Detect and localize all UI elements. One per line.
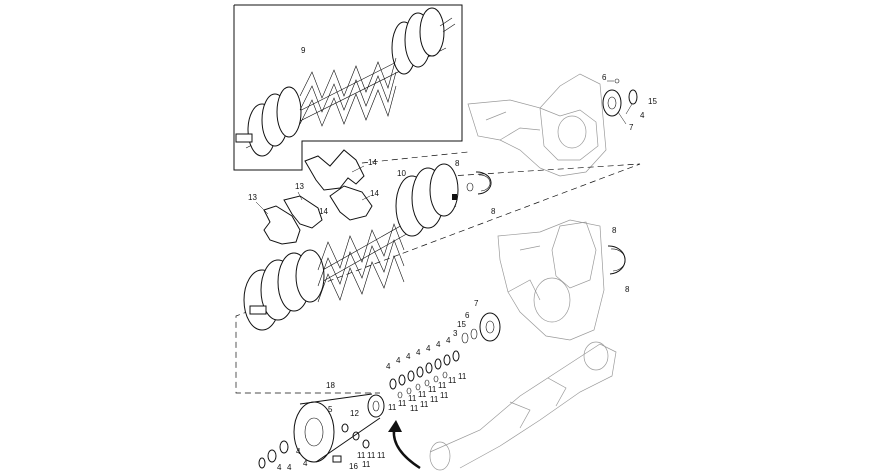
callout: 11 <box>388 403 397 412</box>
callout: 12 <box>350 409 359 418</box>
split-ring-lower <box>607 245 626 275</box>
callout: 6 <box>465 311 470 320</box>
housing-upper-ghost <box>467 73 607 177</box>
callout: 6 <box>602 73 607 82</box>
callout: 11 <box>367 451 376 460</box>
auger-assembly-main <box>243 163 459 331</box>
callout: 15 <box>648 97 657 106</box>
callout: 11 <box>430 395 439 404</box>
bearing-flange-lower <box>461 312 501 344</box>
callout: 11 <box>418 390 427 399</box>
bearing-flange-upper <box>602 78 638 125</box>
callout: 14 <box>370 189 379 198</box>
callout-labels: 9 6 15 4 7 8 8 14 10 13 13 14 14 8 8 7 6… <box>248 46 657 472</box>
callout: 7 <box>629 123 634 132</box>
callout: 11 <box>438 381 447 390</box>
callout: 13 <box>248 193 257 202</box>
callout: 4 <box>396 356 401 365</box>
callout: 4 <box>416 348 421 357</box>
callout: 8 <box>625 285 630 294</box>
callout: 11 <box>420 400 429 409</box>
callout: 4 <box>640 111 645 120</box>
callout: 11 <box>377 451 386 460</box>
callout: 4 <box>386 362 391 371</box>
callout: 11 <box>408 394 417 403</box>
housing-lower-ghost <box>497 219 605 341</box>
driveshaft-ghost <box>429 341 617 471</box>
callout: 8 <box>491 207 496 216</box>
callout: 16 <box>349 462 358 471</box>
callout: 4 <box>296 447 301 456</box>
callout: 11 <box>362 460 371 469</box>
callout: 14 <box>368 158 377 167</box>
callout: 4 <box>287 463 292 472</box>
callout: 8 <box>612 226 617 235</box>
callout: 4 <box>303 459 308 468</box>
callout: 11 <box>357 451 366 460</box>
callout: 11 <box>428 385 437 394</box>
callout: 11 <box>410 404 419 413</box>
callout: 10 <box>397 169 406 178</box>
shield-plates <box>255 149 373 245</box>
callout: 11 <box>440 391 449 400</box>
callout: 4 <box>277 463 282 472</box>
callout: 18 <box>326 381 335 390</box>
callout: 4 <box>446 336 451 345</box>
callout: 11 <box>458 372 467 381</box>
callout: 5 <box>328 405 333 414</box>
callout: 8 <box>455 159 460 168</box>
split-ring-upper <box>466 171 492 195</box>
inset-auger-detail <box>233 4 463 171</box>
callout: 11 <box>398 399 407 408</box>
direction-arrowhead <box>388 420 402 432</box>
callout: 4 <box>436 340 441 349</box>
callout: 4 <box>406 352 411 361</box>
callout: 4 <box>426 344 431 353</box>
chain-drive <box>258 393 385 469</box>
assembly-line-upper <box>235 151 641 394</box>
direction-arrow <box>392 429 421 470</box>
callout: 13 <box>295 182 304 191</box>
callout: 14 <box>319 207 328 216</box>
callout: 7 <box>474 299 479 308</box>
callout: 15 <box>457 320 466 329</box>
callout: 9 <box>301 46 306 55</box>
callout: 11 <box>448 376 457 385</box>
callout: 3 <box>453 329 458 338</box>
washer-stack <box>389 350 460 399</box>
